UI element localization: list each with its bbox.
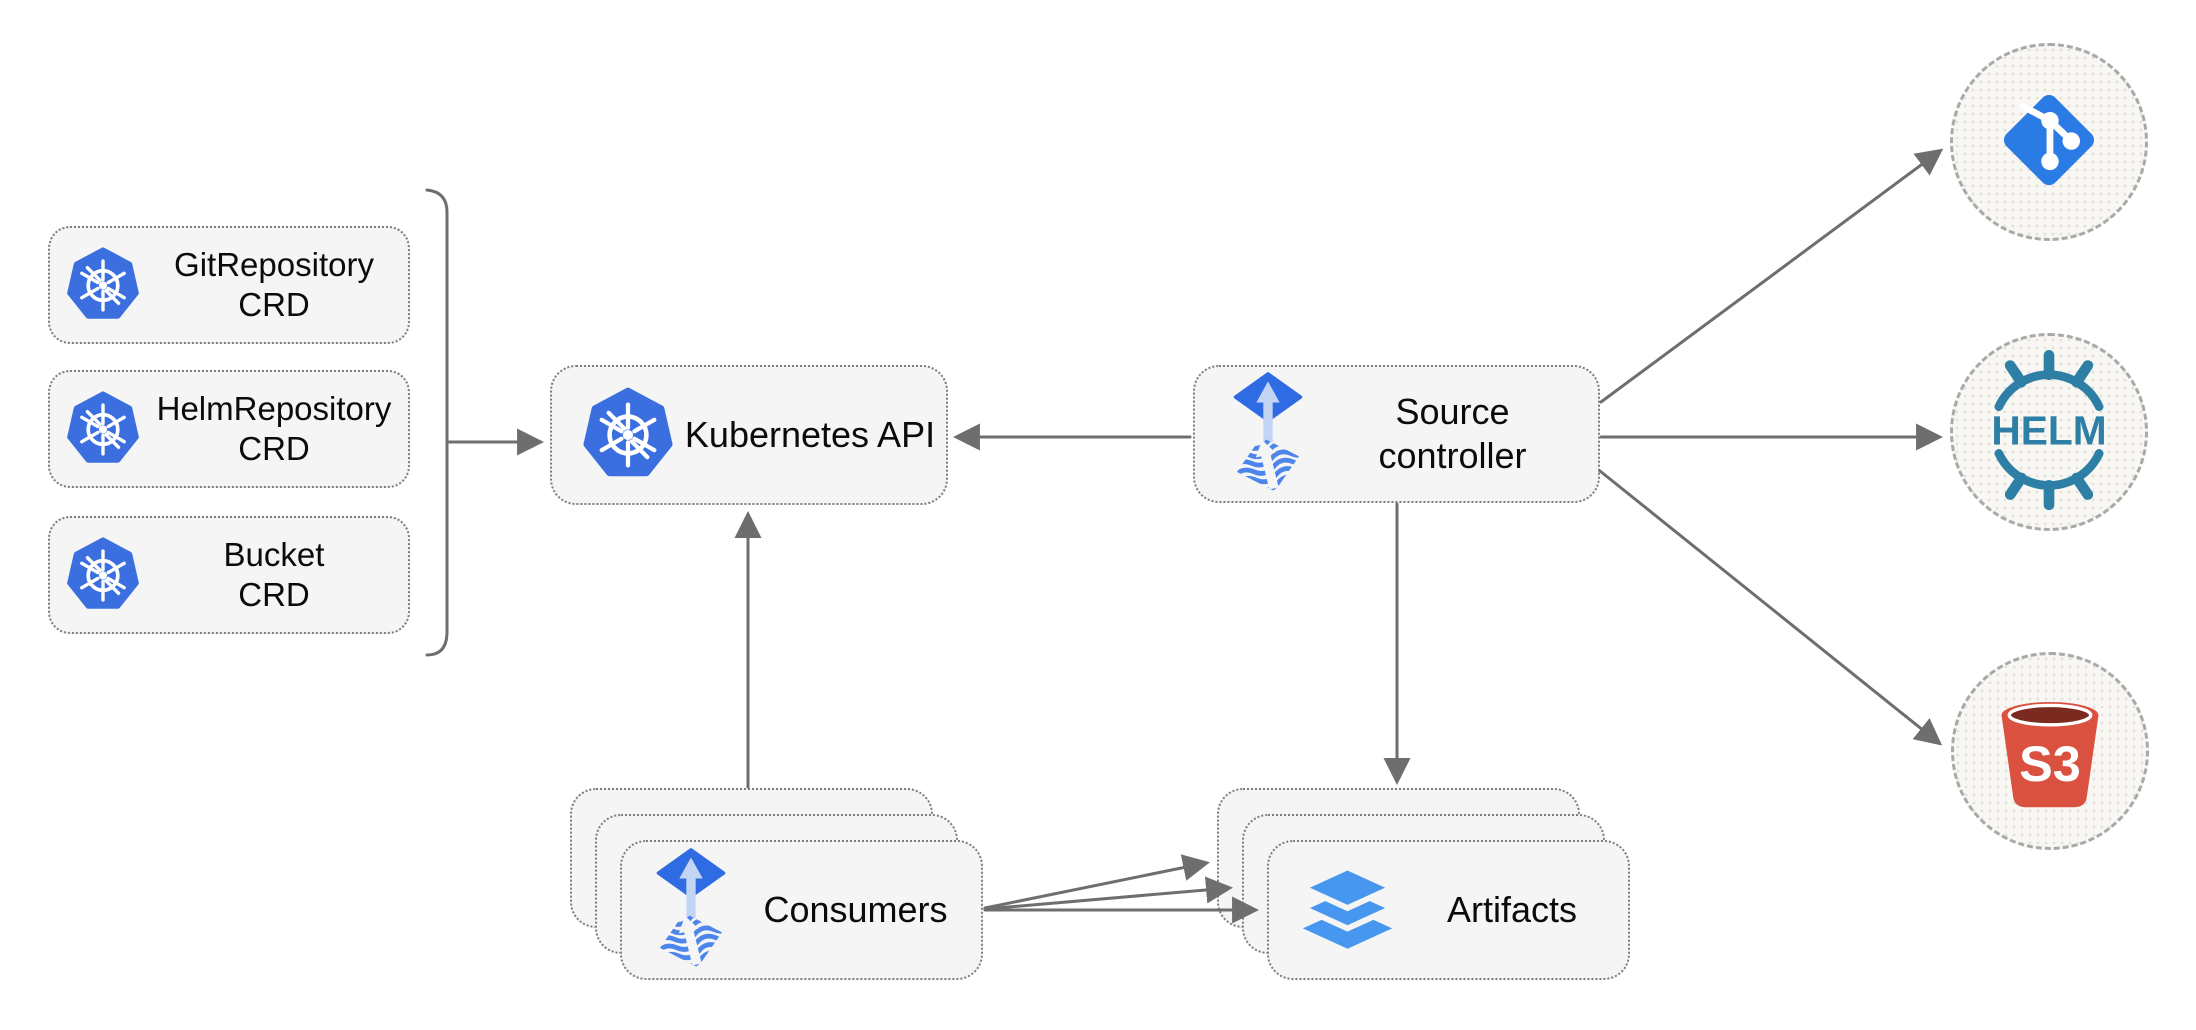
helm-icon: HELM [1991,350,2107,511]
flux-icon [652,848,730,973]
flux-icon [1229,372,1307,497]
bucket-crd-label: Bucket CRD [223,536,325,613]
gitrepository-crd-box: GitRepository CRD [48,226,410,344]
artifacts-box: Artifacts [1267,840,1630,980]
s3-source-circle: S3 [1951,652,2149,850]
source-controller-box: Source controller [1193,365,1600,503]
source-controller-label: Source controller [1378,391,1527,476]
helm-source-circle: HELM [1950,333,2148,531]
crd-group-bracket [425,188,449,657]
consumers-label: Consumers [763,889,948,930]
arrow-source-controller-to-git [1599,148,1944,404]
arrow-source-controller-to-s3 [1598,469,1943,746]
kubernetes-icon [66,391,140,468]
arrow-consumers-to-artifacts-2 [983,876,1234,911]
helmrepository-crd-label: HelmRepository CRD [156,390,392,467]
kubernetes-api-box: Kubernetes API [550,365,948,505]
kubernetes-icon [66,247,140,324]
layers-icon [1299,865,1396,955]
s3-label: S3 [2019,735,2081,792]
consumers-box: Consumers [620,840,983,980]
helm-label: HELM [1991,408,2106,454]
bucket-crd-box: Bucket CRD [48,516,410,634]
arrow-consumers-to-artifacts-1 [983,854,1210,910]
kubernetes-api-label: Kubernetes API [684,414,936,455]
kubernetes-icon [582,387,674,483]
s3-bucket-icon: S3 [2001,702,2099,808]
git-source-circle [1950,43,2148,241]
gitrepository-crd-label: GitRepository CRD [174,246,374,323]
helmrepository-crd-box: HelmRepository CRD [48,370,410,488]
artifacts-label: Artifacts [1446,889,1578,930]
kubernetes-icon [66,537,140,614]
git-icon [2003,94,2095,186]
